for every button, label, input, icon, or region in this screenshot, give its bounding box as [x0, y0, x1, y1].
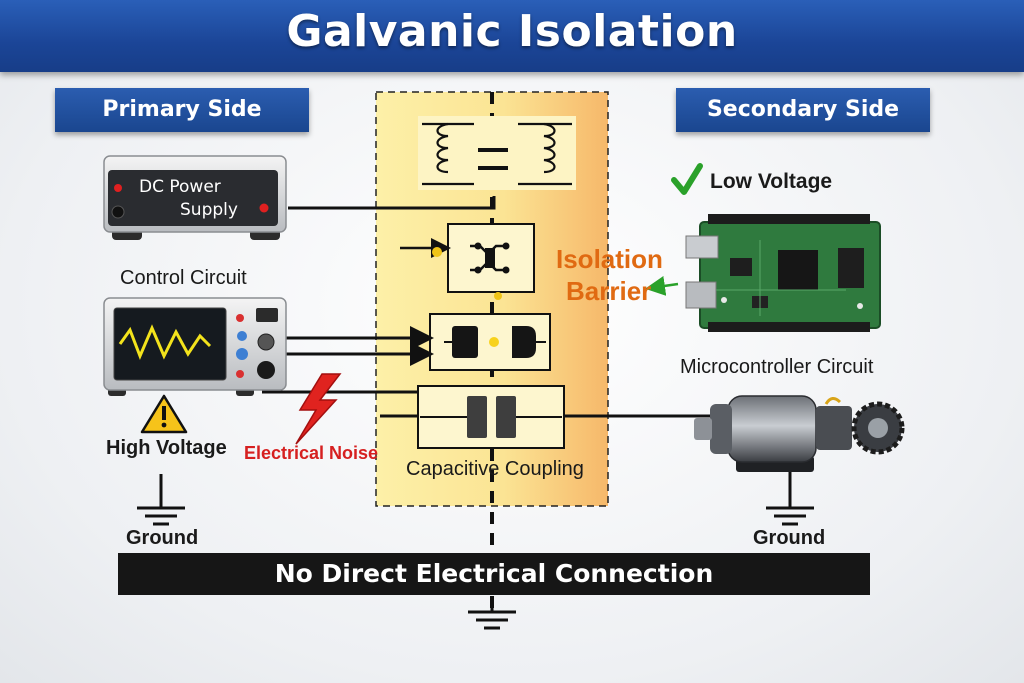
low-voltage-label: Low Voltage [710, 170, 833, 193]
capacitor-symbol [417, 385, 565, 449]
no-connection-banner: No Direct Electrical Connection [118, 553, 870, 595]
control-circuit-device [103, 297, 287, 396]
transformer-symbol [418, 116, 576, 190]
secondary-side-header: Secondary Side [676, 88, 930, 132]
electrical-noise-label: Electrical Noise [244, 443, 379, 463]
lightning-icon [295, 373, 342, 445]
motor [694, 395, 905, 472]
primary-side-header: Primary Side [55, 88, 309, 132]
optocoupler-symbol [400, 223, 535, 300]
digital-isolator-symbol [429, 313, 551, 371]
dc-supply-label-1: DC Power [139, 177, 221, 197]
microcontroller-board [645, 214, 881, 332]
isolation-barrier-label-1: Isolation [556, 244, 663, 274]
warning-icon [140, 394, 188, 434]
dc-power-supply [103, 155, 287, 240]
microcontroller-circuit-label: Microcontroller Circuit [680, 356, 874, 378]
ground-symbol-right [766, 470, 814, 526]
ground-label-right: Ground [753, 527, 826, 549]
title-bar [0, 0, 1024, 72]
ground-label-left: Ground [126, 527, 199, 549]
ground-symbol-left [137, 474, 185, 526]
isolation-barrier-label-2: Barrier [566, 276, 652, 306]
dc-supply-label-2: Supply [180, 200, 238, 220]
signal-wires [262, 196, 714, 418]
high-voltage-label: High Voltage [106, 437, 227, 459]
check-icon [671, 163, 703, 195]
page-title: Galvanic Isolation [286, 6, 738, 57]
capacitive-coupling-label: Capacitive Coupling [406, 458, 584, 480]
control-circuit-label: Control Circuit [120, 267, 247, 289]
ground-symbol-center [468, 596, 516, 630]
